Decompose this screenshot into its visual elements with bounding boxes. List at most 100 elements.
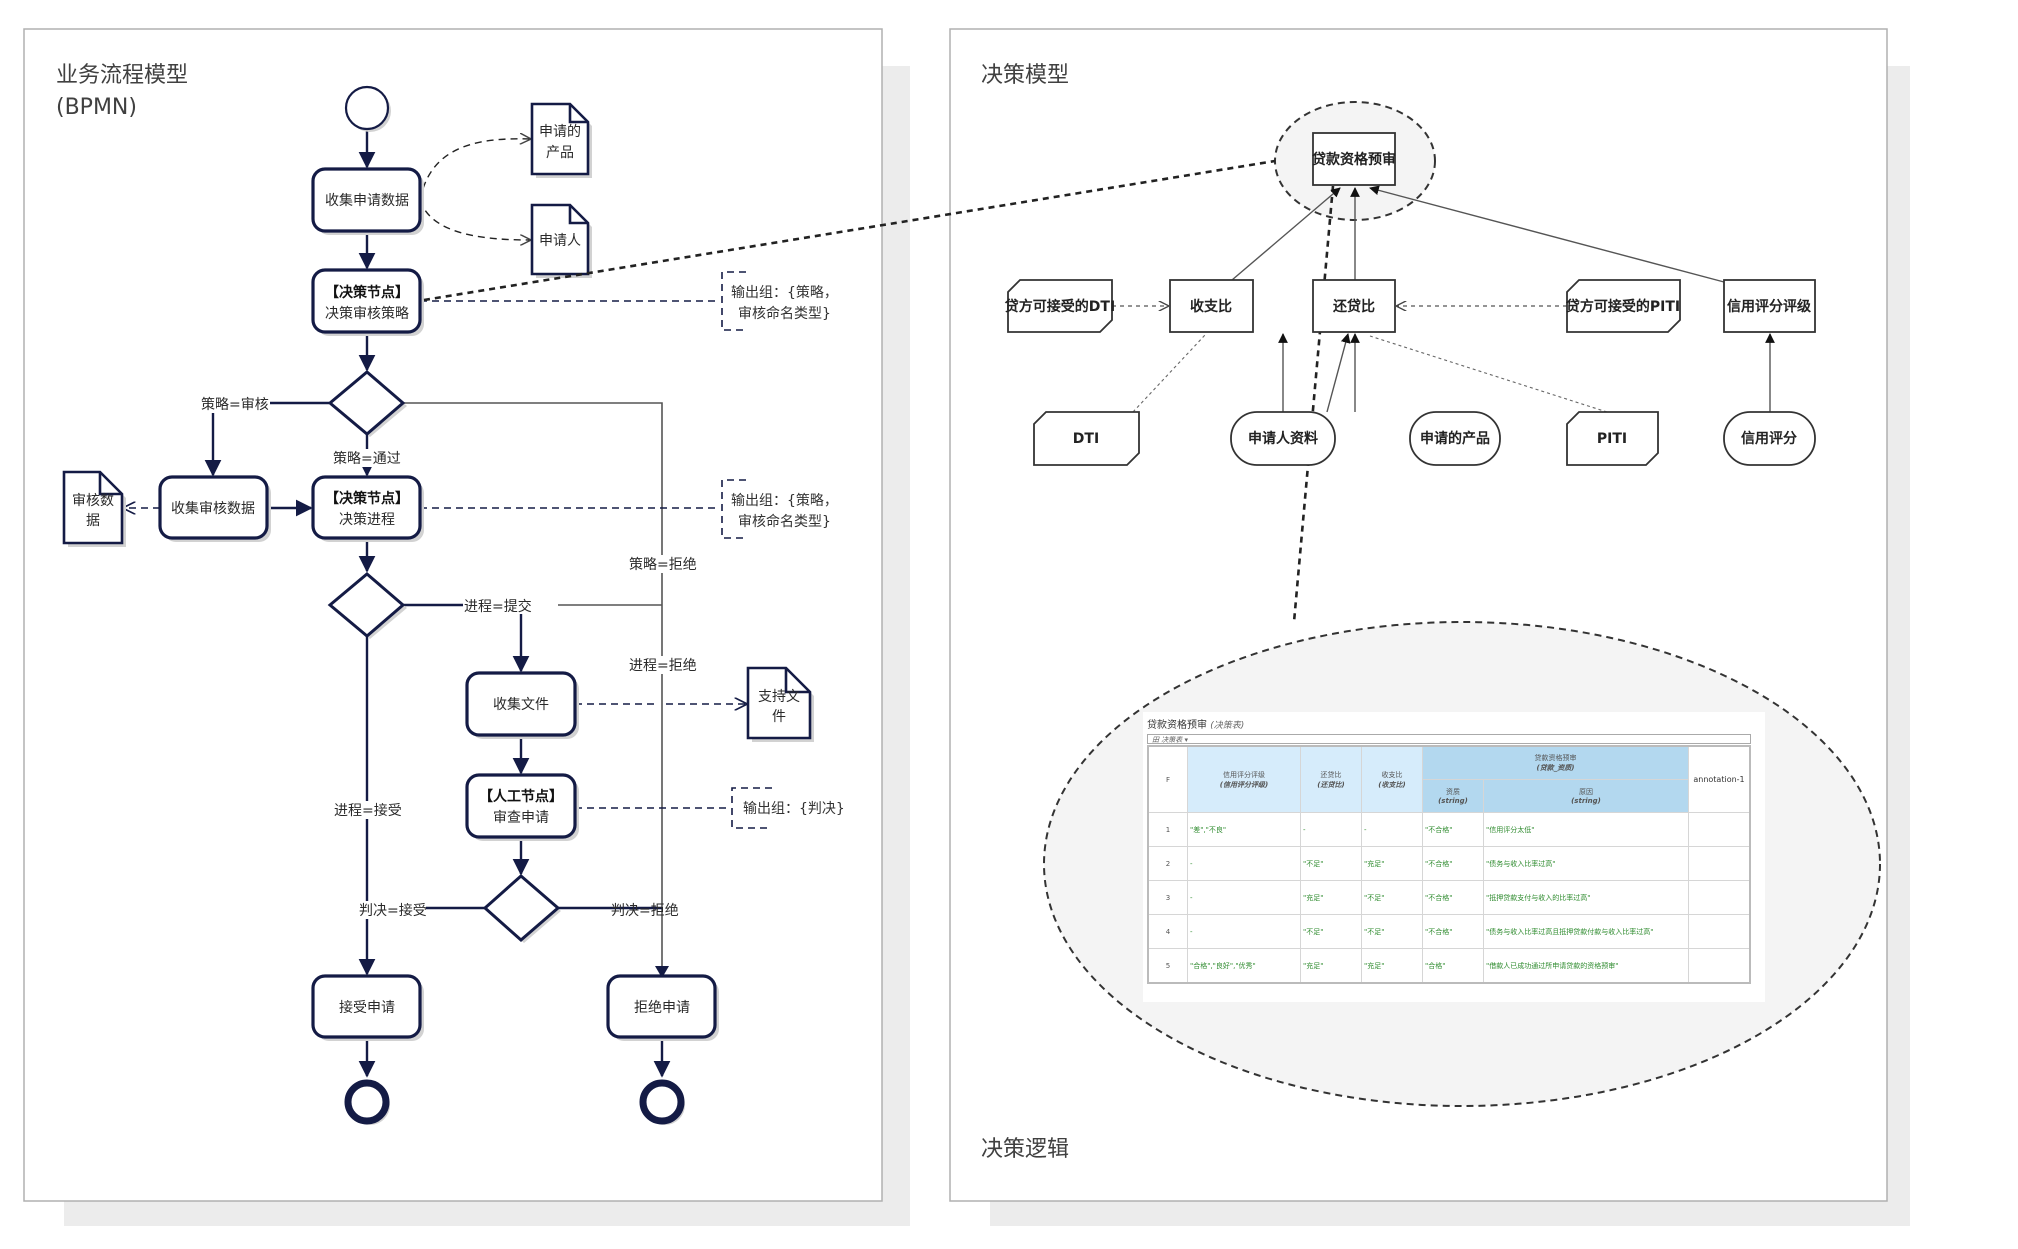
input-header[interactable]: 收支比(收支比) (1361, 745, 1423, 813)
input-header[interactable]: 信用评分评级(信用评分评级) (1187, 745, 1301, 813)
data-object-support-docs[interactable]: 支持文 件 (746, 666, 814, 742)
gateway-process[interactable] (327, 572, 407, 639)
rule-cell-piti[interactable]: - (1300, 812, 1362, 847)
dmn-knowledge-lender-dti[interactable]: 贷方可接受的DTI (1005, 279, 1115, 333)
rule-cell-dti[interactable]: "不足" (1361, 914, 1423, 949)
rule-cell-qual[interactable]: "不合格" (1422, 880, 1484, 915)
input-label: 信用评分 (1741, 430, 1797, 447)
assoc-applied-product (419, 139, 530, 201)
rule-cell-qual[interactable]: "不合格" (1422, 914, 1484, 949)
task-reject-application[interactable]: 拒绝申请 (606, 974, 719, 1041)
task-label: 拒绝申请 (634, 1000, 690, 1016)
dmn-input-credit-score[interactable]: 信用评分 (1723, 411, 1816, 466)
annotation-header[interactable]: annotation-1 (1688, 745, 1751, 813)
output-group-header[interactable]: 贷款资格预审(贷款_资质) (1422, 745, 1689, 780)
task-tag: 【人工节点】 (479, 788, 563, 805)
end-event-reject[interactable] (639, 1079, 685, 1125)
rule-cell-qual[interactable]: "不合格" (1422, 812, 1484, 847)
rule-row[interactable]: 5"合格","良好","优秀""充足""充足""合格""借款人已成功通过所申请贷… (1147, 948, 1751, 984)
data-object-review-data[interactable]: 审核数 据 (62, 470, 126, 547)
rule-cell-rating[interactable]: - (1187, 846, 1301, 881)
annotation-bracket-2 (721, 479, 746, 539)
task-label: 接受申请 (339, 999, 395, 1016)
rule-cell-qual[interactable]: "不合格" (1422, 846, 1484, 881)
knowledge-label: DTI (1073, 431, 1099, 447)
dmn-knowledge-piti[interactable]: PITI (1566, 411, 1659, 466)
rule-cell-dti[interactable]: "充足" (1361, 948, 1423, 984)
task-collect-application[interactable]: 收集申请数据 (311, 167, 424, 235)
task-label: 收集文件 (493, 696, 549, 713)
dmn-decision-dti[interactable]: 收支比 (1169, 279, 1254, 333)
bpmn-panel: 业务流程模型 (BPMN) (23, 28, 910, 1226)
task-review-application[interactable]: 【人工节点】 审查申请 (465, 773, 579, 841)
rule-annotation[interactable] (1688, 914, 1751, 949)
task-decision-process[interactable]: 【决策节点】 决策进程 (311, 475, 424, 542)
data-object-label: 据 (86, 513, 100, 529)
rule-cell-reason[interactable]: "抵押贷款支付与收入的比率过高" (1483, 880, 1689, 915)
rule-cell-dti[interactable]: - (1361, 812, 1423, 847)
output-header[interactable]: 原因(string) (1483, 779, 1689, 813)
start-event[interactable] (344, 85, 391, 132)
task-collect-review[interactable]: 收集审核数据 (158, 475, 271, 542)
rule-cell-rating[interactable]: "差","不良" (1187, 812, 1301, 847)
dmn-decision-credit-rating[interactable]: 信用评分评级 (1723, 279, 1816, 333)
rule-cell-rating[interactable]: - (1187, 880, 1301, 915)
dmn-input-applicant-profile[interactable]: 申请人资料 (1230, 411, 1336, 466)
task-decision-strategy[interactable]: 【决策节点】 决策审核策略 (311, 268, 424, 336)
dmn-knowledge-dti[interactable]: DTI (1033, 411, 1140, 466)
rule-row[interactable]: 1"差","不良"--"不合格""信用评分太低" (1147, 812, 1751, 847)
rule-number: 3 (1147, 880, 1188, 915)
label-strategy-reject: 策略=拒绝 (629, 556, 697, 573)
hit-policy[interactable]: F (1147, 745, 1188, 813)
task-accept-application[interactable]: 接受申请 (311, 974, 424, 1041)
output-header[interactable]: 资质(string) (1422, 779, 1484, 813)
decision-table: F 信用评分评级(信用评分评级) 还贷比(还贷比) 收支比(收支比) 贷款资格预… (1147, 745, 1751, 984)
data-object-label: 件 (772, 709, 786, 725)
task-tag: 【决策节点】 (325, 284, 409, 301)
rule-annotation[interactable] (1688, 880, 1751, 915)
assoc-applicant (419, 199, 530, 240)
rule-annotation[interactable] (1688, 846, 1751, 881)
rule-cell-piti[interactable]: "不足" (1300, 846, 1362, 881)
decision-label: 贷款资格预审 (1312, 151, 1396, 168)
rule-cell-rating[interactable]: "合格","良好","优秀" (1187, 948, 1301, 984)
task-collect-files[interactable]: 收集文件 (465, 671, 579, 739)
rule-annotation[interactable] (1688, 812, 1751, 847)
rule-cell-reason[interactable]: "信用评分太低" (1483, 812, 1689, 847)
rule-annotation[interactable] (1688, 948, 1751, 984)
bpmn-subtitle: (BPMN) (56, 95, 137, 120)
link-decision-to-logic (1292, 185, 1335, 623)
rule-cell-rating[interactable]: - (1187, 914, 1301, 949)
rule-cell-reason[interactable]: "借款人已成功通过所申请贷款的资格预审" (1483, 948, 1689, 984)
data-object-applicant[interactable]: 申请人 (530, 203, 592, 278)
rule-cell-qual[interactable]: "合格" (1422, 948, 1484, 984)
end-event-accept[interactable] (344, 1079, 390, 1125)
decision-label: 信用评分评级 (1727, 298, 1812, 315)
gateway-strategy[interactable] (327, 370, 407, 437)
decision-label: 还贷比 (1332, 298, 1375, 315)
data-object-label: 申请的 (539, 124, 581, 140)
dmn-edges (1112, 185, 1775, 413)
rule-cell-piti[interactable]: "不足" (1300, 914, 1362, 949)
decision-table-toolbar[interactable]: 田 决策表 ▾ (1147, 734, 1751, 744)
rule-cell-dti[interactable]: "充足" (1361, 846, 1423, 881)
rule-row[interactable]: 4-"不足""不足""不合格""债务与收入比率过高且抵押贷款付款与收入比率过高" (1147, 914, 1751, 949)
flow-labels: 策略=审核 策略=通过 策略=拒绝 进程=提交 进程=拒绝 进程=接受 判决=接… (200, 395, 698, 919)
rule-cell-reason[interactable]: "债务与收入比率过高" (1483, 846, 1689, 881)
task-label: 审查申请 (493, 810, 549, 826)
dmn-decision-piti[interactable]: 还贷比 (1312, 279, 1396, 333)
rule-cell-dti[interactable]: "不足" (1361, 880, 1423, 915)
dmn-knowledge-lender-piti[interactable]: 贷方可接受的PITI (1566, 279, 1681, 333)
rule-row[interactable]: 3-"充足""不足""不合格""抵押贷款支付与收入的比率过高" (1147, 880, 1751, 915)
data-object-applied-product[interactable]: 申请的 产品 (530, 102, 592, 178)
annotation-output1-line1: 输出组：{策略， (731, 284, 838, 301)
dmn-decision-loan-prequal[interactable]: 贷款资格预审 (1312, 132, 1396, 186)
dmn-input-applied-product[interactable]: 申请的产品 (1409, 411, 1501, 466)
rule-cell-piti[interactable]: "充足" (1300, 880, 1362, 915)
gateway-verdict[interactable] (482, 874, 561, 943)
panel-frame (23, 28, 883, 1202)
rule-cell-reason[interactable]: "债务与收入比率过高且抵押贷款付款与收入比率过高" (1483, 914, 1689, 949)
input-header[interactable]: 还贷比(还贷比) (1300, 745, 1362, 813)
rule-cell-piti[interactable]: "充足" (1300, 948, 1362, 984)
rule-row[interactable]: 2-"不足""充足""不合格""债务与收入比率过高" (1147, 846, 1751, 881)
